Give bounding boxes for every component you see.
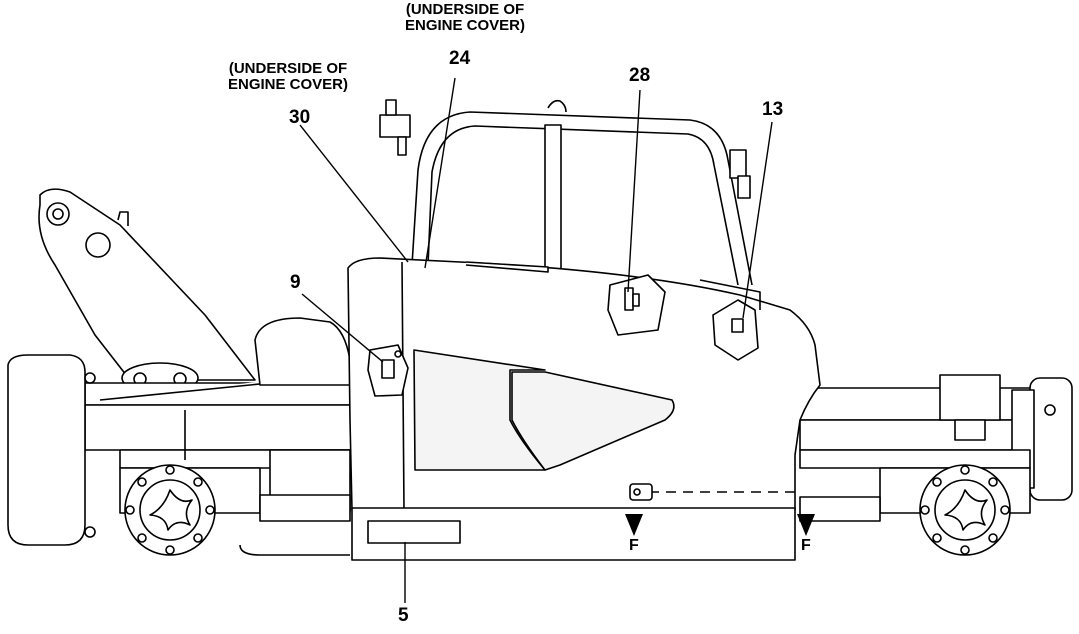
rops-cage (379, 99, 753, 286)
decal-28-panel (607, 274, 666, 336)
left-wheel-hub (124, 464, 216, 556)
section-label-left: F (629, 537, 639, 554)
callout-9: 9 (290, 272, 301, 293)
engine-cover-note-left-line1: (UNDERSIDE OF (228, 60, 348, 77)
leader-30 (299, 124, 409, 263)
section-label-right: F (801, 537, 811, 554)
leader-13 (742, 121, 773, 319)
decal-13-panel (712, 299, 759, 361)
section-arrow-left (625, 514, 643, 536)
counterweight (7, 354, 96, 546)
engine-cover-note-top-line1: (UNDERSIDE OF (405, 1, 525, 18)
engine-cover-note-top: (UNDERSIDE OF ENGINE COVER) (395, 2, 535, 34)
leader-28 (627, 89, 641, 293)
seat (254, 317, 351, 386)
callout-5: 5 (398, 605, 409, 626)
engine-cover-note-top-line2: ENGINE COVER) (404, 17, 525, 34)
right-wheel-hub (919, 464, 1011, 556)
decal-9-panel (367, 344, 409, 397)
callout-13: 13 (762, 99, 784, 120)
leader-24 (424, 77, 456, 269)
leader-9 (301, 293, 384, 363)
section-arrow-right (797, 514, 815, 536)
callout-28: 28 (629, 65, 651, 86)
callout-30: 30 (289, 107, 311, 128)
leader-lines (299, 77, 773, 603)
engine-cover (347, 257, 821, 511)
engine-cover-note-left: (UNDERSIDE OF ENGINE COVER) (218, 61, 358, 93)
lower-skirt (351, 483, 796, 561)
callout-24: 24 (449, 48, 471, 69)
engine-cover-note-left-line2: ENGINE COVER) (227, 76, 348, 93)
